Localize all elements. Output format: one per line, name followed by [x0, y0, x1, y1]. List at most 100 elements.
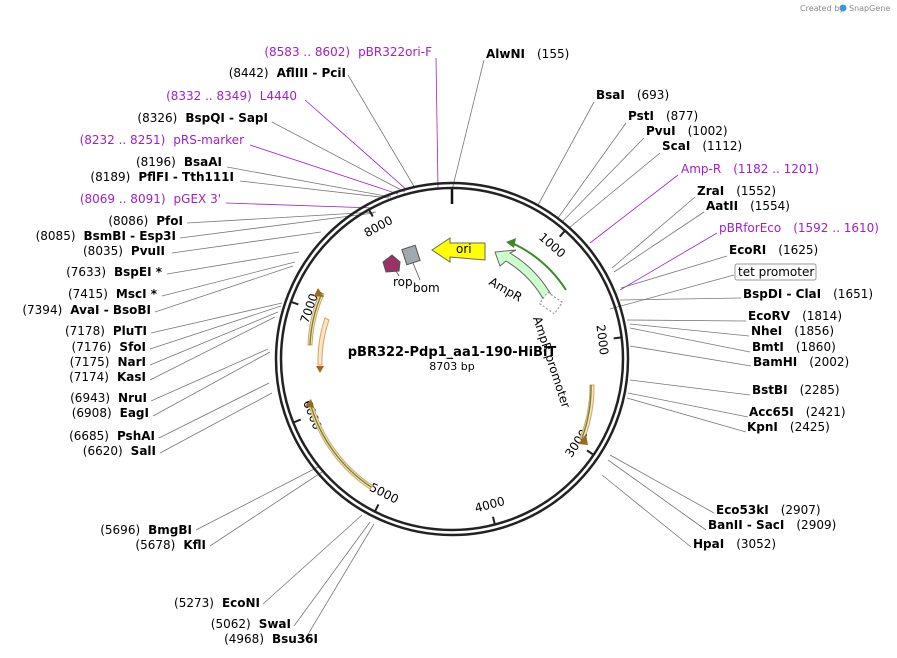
- site-name: BamHI: [753, 355, 797, 369]
- site-position: (8069 .. 8091): [80, 192, 166, 206]
- site-position: (7633): [66, 265, 106, 279]
- site-position: (8035): [83, 244, 123, 258]
- site-label: KpnI(2425): [747, 420, 830, 434]
- site-name: Eco53kI: [716, 503, 769, 517]
- site-label: (8085) BsmBI - Esp3I: [36, 229, 176, 243]
- site-position: (8196): [136, 155, 176, 169]
- site-name: BsmBI - Esp3I: [84, 229, 176, 243]
- site-position: (7415): [68, 287, 108, 301]
- site-label: (6685)PshAI: [69, 429, 155, 443]
- site-label: AlwNI(155): [486, 47, 569, 61]
- tick-label: 1000: [536, 230, 568, 261]
- bom-label: bom: [413, 281, 440, 295]
- site-position: (2425): [790, 420, 830, 434]
- site-label: pBRforEco(1592 .. 1610): [719, 221, 879, 235]
- site-position: (693): [637, 88, 669, 102]
- site-label: Eco53kI (2907): [716, 503, 821, 517]
- ampr-arrowhead: [506, 238, 516, 248]
- amp-promoter-box: [538, 291, 564, 315]
- site-label: BstBI(2285): [752, 383, 840, 397]
- tet-promoter-label: tet promoter: [738, 265, 814, 279]
- site-name: EagI: [120, 406, 149, 420]
- rop-leader: [395, 270, 400, 277]
- bom-leader: [412, 262, 421, 281]
- tick-mark: [586, 449, 595, 456]
- site-label: Acc65I(2421): [749, 405, 846, 419]
- site-label: (8326)BspQI - SapI: [137, 111, 268, 125]
- site-position: (8583 .. 8602): [264, 45, 350, 59]
- site-position: (5696): [100, 523, 140, 537]
- site-position: (2907): [781, 503, 821, 517]
- tick-mark: [368, 209, 374, 218]
- site-label: (7178)PluTI: [65, 324, 147, 338]
- site-label: (5062)SwaI: [211, 617, 291, 631]
- snapgene-logo-icon: [839, 4, 847, 12]
- site-position: (5062): [211, 617, 251, 631]
- site-position: (6685): [69, 429, 109, 443]
- tick-label: 5000: [367, 480, 401, 506]
- tet-promoter-box: [734, 263, 817, 281]
- site-position: (2002): [809, 355, 849, 369]
- credit-prefix: Created by: [800, 4, 844, 13]
- site-label: (8583 .. 8602)pBR322ori-F: [264, 45, 432, 59]
- site-label: (8232 .. 8251)pRS-marker: [80, 133, 244, 147]
- site-position: (1002): [688, 124, 728, 138]
- site-label: BspDI - ClaI(1651): [743, 287, 873, 301]
- orf-arrow-7000: [307, 291, 325, 346]
- site-label: (5273)EcoNI: [174, 596, 260, 610]
- site-position: (1814): [802, 309, 842, 323]
- site-position: (1554): [750, 199, 790, 213]
- site-label: NheI (1856): [751, 324, 834, 338]
- site-position: (8332 .. 8349): [166, 89, 252, 103]
- tick-label: 8000: [362, 213, 396, 240]
- site-label: (8196)BsaAI: [136, 155, 222, 169]
- site-label: BmtI (1860): [752, 340, 836, 354]
- site-name: NheI: [751, 324, 782, 338]
- site-label: BsaI(693): [596, 88, 669, 102]
- rop-label: rop: [393, 275, 413, 289]
- site-name: PflFI - Tth111I: [138, 170, 234, 184]
- site-label: (5678)KflI: [135, 538, 206, 552]
- site-name: KflI: [183, 538, 206, 552]
- tick-mark: [558, 230, 566, 238]
- site-position: (1860): [796, 340, 836, 354]
- site-name: PvuI: [646, 124, 676, 138]
- site-label: (7174)KasI: [69, 370, 146, 384]
- site-label: BanII - SacI(2909): [708, 518, 836, 532]
- site-label: (6620)SalI: [83, 444, 156, 458]
- site-label: (4968)Bsu36I: [224, 632, 318, 646]
- site-label: PvuI (1002): [646, 124, 728, 138]
- site-position: (8085): [36, 229, 76, 243]
- site-label: (8332 .. 8349)L4440: [166, 89, 297, 103]
- site-position: (8189): [90, 170, 130, 184]
- site-position: (1651): [833, 287, 873, 301]
- site-label: (7176)SfoI: [72, 340, 146, 354]
- tick-mark: [491, 516, 496, 525]
- right-site-labels: AlwNI(155)BsaI(693)PstI(877)PvuI(1002)Sc…: [486, 47, 879, 551]
- site-name: MscI *: [116, 287, 158, 301]
- site-label: (7175)NarI: [70, 355, 146, 369]
- bom-feature: [401, 244, 421, 266]
- site-position: (6620): [83, 444, 123, 458]
- site-position: (1856): [794, 324, 834, 338]
- site-label: Amp-R(1182 .. 1201): [681, 162, 819, 176]
- site-label: (8086)PfoI: [108, 214, 183, 228]
- site-label: (6943)NruI: [70, 391, 147, 405]
- site-name: SfoI: [119, 340, 146, 354]
- site-name: Bsu36I: [272, 632, 318, 646]
- site-name: AvaI - BsoBI: [70, 303, 151, 317]
- tick-mark: [290, 300, 299, 306]
- site-name: ScaI: [662, 139, 690, 153]
- tick-mark: [292, 418, 302, 424]
- leader-lines: [149, 57, 752, 642]
- ori-label: ori: [456, 242, 472, 256]
- site-label: EcoRI(1625): [729, 243, 818, 257]
- ori-feature: [431, 237, 486, 263]
- backbone-outer: [274, 181, 630, 537]
- backbone-inner: [279, 186, 625, 532]
- plasmid-title: pBR322-Pdp1_aa1-190-HiBiT: [348, 345, 557, 360]
- site-name: pBRforEco: [719, 221, 781, 235]
- site-name: PstI: [628, 109, 654, 123]
- site-name: BmtI: [752, 340, 784, 354]
- site-position: (2909): [796, 518, 836, 532]
